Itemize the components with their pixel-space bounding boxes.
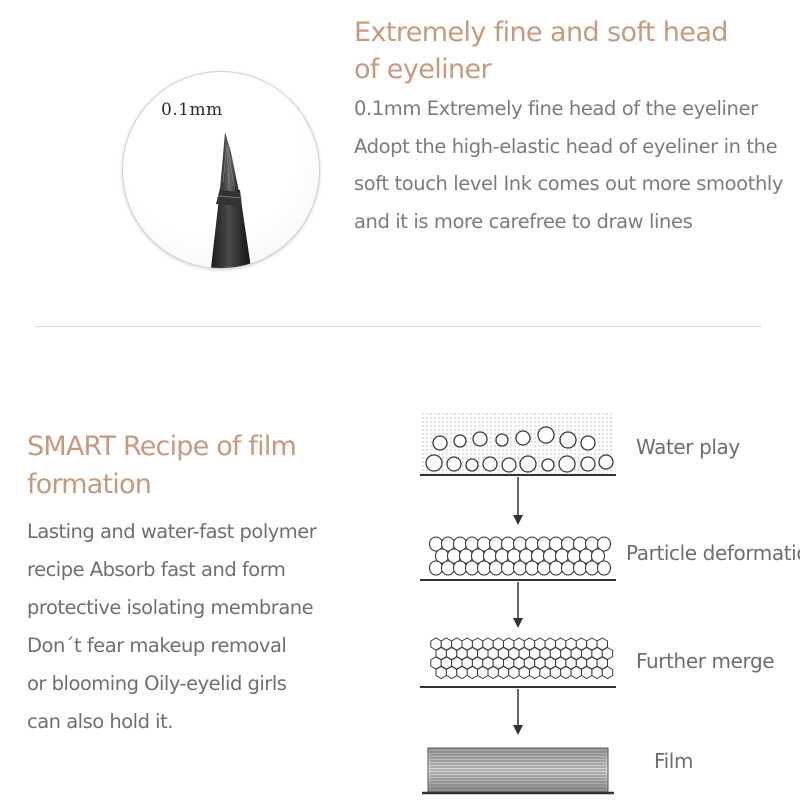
film-formation-diagram (420, 413, 616, 795)
nib-feature-title-line: of eyeliner (354, 54, 492, 85)
stage-label-particle-deformation: Particle deformation (626, 541, 800, 565)
film-layer-icon (422, 747, 614, 795)
description-line: Don´t fear makeup removal (27, 634, 287, 657)
nib-size-label: 0.1mm (161, 100, 223, 120)
film-feature-title: SMART Recipe of film formation (27, 428, 347, 504)
description-line: recipe Absorb fast and form (27, 558, 286, 581)
film-feature-description: Lasting and water-fast polymer recipe Ab… (27, 513, 357, 741)
nib-feature-title: Extremely fine and soft head of eyeliner (354, 14, 774, 88)
description-line: 0.1mm Extremely fine head of the eyeline… (354, 97, 758, 120)
description-line: soft touch level Ink comes out more smoo… (354, 172, 784, 195)
description-line: can also hold it. (27, 710, 173, 733)
arrow-down-icon (513, 689, 523, 735)
eyeliner-nib-icon (211, 132, 251, 268)
description-line: and it is more carefree to draw lines (354, 209, 693, 233)
nib-feature-description: 0.1mm Extremely fine head of the eyeline… (354, 90, 800, 240)
stage-label-further-merge: Further merge (636, 649, 775, 673)
water-particles-icon (420, 413, 616, 476)
section-divider (35, 326, 761, 327)
deformed-particles-icon (420, 536, 616, 581)
stage-label-film: Film (654, 749, 694, 773)
description-line: or blooming Oily-eyelid girls (27, 672, 287, 695)
merged-hexagons-icon (420, 637, 616, 688)
nib-closeup-image: 0.1mm (122, 71, 320, 269)
stage-label-water-play: Water play (636, 435, 740, 459)
film-feature-title-line: SMART Recipe of film (27, 431, 297, 462)
description-line: protective isolating membrane (27, 596, 314, 619)
film-feature-title-line: formation (27, 469, 152, 500)
description-line: Adopt the high-elastic head of eyeliner … (354, 134, 778, 158)
arrow-down-icon (513, 582, 523, 628)
description-line: Lasting and water-fast polymer (27, 520, 317, 543)
arrow-down-icon (513, 477, 523, 525)
nib-feature-title-line: Extremely fine and soft head (354, 17, 728, 48)
